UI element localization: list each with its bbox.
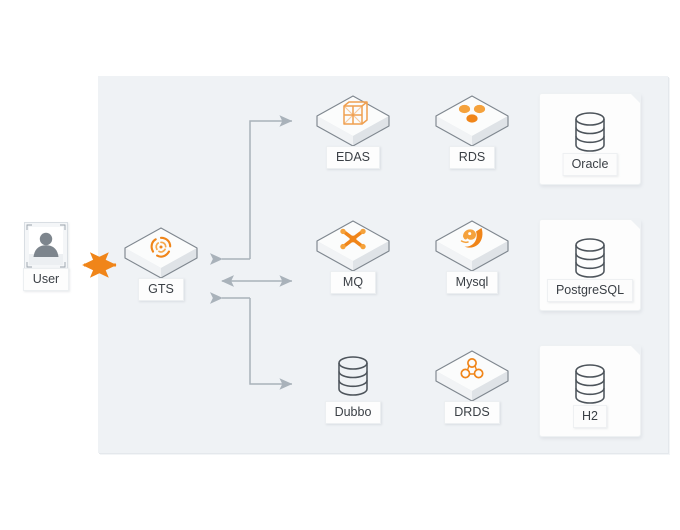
node-label-gts: GTS (138, 278, 184, 301)
node-gts[interactable]: GTS (113, 220, 209, 301)
node-label-user: User (22, 268, 70, 291)
node-label-edas: EDAS (325, 146, 381, 169)
node-label-h2: H2 (573, 405, 607, 428)
node-rds[interactable]: RDS (424, 88, 520, 169)
database-icon (568, 108, 612, 156)
edas-cube-icon (305, 88, 401, 154)
connector-gts-dubbo (249, 298, 293, 390)
database-icon (305, 343, 401, 409)
node-mq[interactable]: MQ (305, 213, 401, 294)
dogear-corner (630, 93, 641, 104)
mysql-dolphin-icon (424, 213, 520, 279)
dogear-corner (630, 219, 641, 230)
node-label-drds: DRDS (444, 401, 500, 424)
rds-nodes-icon (424, 88, 520, 154)
dogear-corner (630, 345, 641, 356)
node-postgresql[interactable]: PostgreSQL (539, 219, 641, 311)
mq-star-icon (305, 213, 401, 279)
node-drds[interactable]: DRDS (424, 343, 520, 424)
node-label-oracle: Oracle (562, 153, 618, 176)
database-icon (568, 360, 612, 408)
database-icon (568, 234, 612, 282)
node-dubbo[interactable]: Dubbo (305, 343, 401, 424)
gts-swirl-icon (113, 220, 209, 286)
node-label-mq: MQ (330, 271, 376, 294)
drds-circles-icon (424, 343, 520, 409)
node-edas[interactable]: EDAS (305, 88, 401, 169)
connector-gts-edas (249, 115, 293, 259)
node-mysql[interactable]: Mysql (424, 213, 520, 294)
node-oracle[interactable]: Oracle (539, 93, 641, 185)
node-label-dubbo: Dubbo (324, 401, 382, 424)
user-avatar-icon (24, 222, 68, 270)
node-label-rds: RDS (448, 146, 496, 169)
node-user[interactable]: User (16, 222, 76, 291)
node-label-mysql: Mysql (445, 271, 499, 294)
node-label-postgresql: PostgreSQL (546, 279, 634, 302)
node-h2[interactable]: H2 (539, 345, 641, 437)
